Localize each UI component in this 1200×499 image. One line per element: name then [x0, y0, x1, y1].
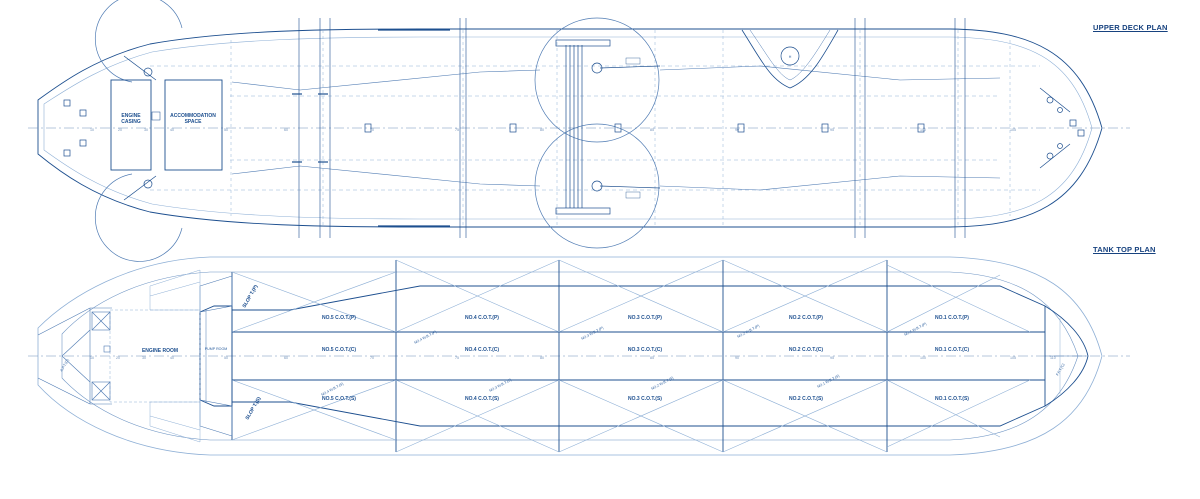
wbt-no2-port-label: NO.2 W.B.T.(P)	[737, 324, 761, 339]
frame-number: 20	[116, 356, 120, 360]
tank-top-hull-outline	[37, 256, 1103, 456]
crane-radius-starboard	[534, 123, 660, 249]
tank-no1-port-label: NO.1 C.O.T.(P)	[935, 315, 969, 321]
frame-number: 90	[735, 128, 739, 132]
accommodation-box	[164, 79, 223, 171]
wbt-no3-port-label: NO.3 W.B.T.(P)	[581, 326, 605, 341]
frame-number: 70	[370, 356, 374, 360]
frame-number: 75	[455, 356, 459, 360]
tank-top-plan-title: TANK TOP PLAN	[1093, 245, 1156, 254]
frame-number: 40	[170, 356, 174, 360]
svg-text:H: H	[789, 55, 792, 59]
frame-number: 80	[540, 356, 544, 360]
frame-number: 85	[650, 128, 654, 132]
tank-no3-port-label: NO.3 C.O.T.(P)	[628, 315, 662, 321]
frame-number: 95	[830, 356, 834, 360]
wbt-no2-stbd-label: NO.2 W.B.T.(S)	[651, 376, 675, 391]
frame-number: 75	[455, 128, 459, 132]
tank-no5-stbd-label: NO.5 C.O.T.(S)	[322, 396, 356, 402]
frame-number: 10	[90, 356, 94, 360]
frame-number: 90	[735, 356, 739, 360]
frame-number: 80	[540, 128, 544, 132]
slop-tank-stbd-label: SLOP T.(S)	[245, 396, 263, 421]
tank-no4-port-label: NO.4 C.O.T.(P)	[465, 315, 499, 321]
slop-tank-port-label: SLOP T.(P)	[242, 284, 260, 309]
tank-no3-stbd-label: NO.3 C.O.T.(S)	[628, 396, 662, 402]
frame-number: 10	[90, 128, 94, 132]
slop-tank-port	[199, 275, 233, 313]
aft-winch-arc-port	[95, 0, 183, 83]
frame-number: 105	[1010, 128, 1016, 132]
upper-deck-frame-numbers: 10 20 30 40 50 60 70 75 80 85 90 95 100 105	[90, 128, 1016, 132]
bow-deck-outline	[741, 29, 839, 89]
pump-room-label: PUMP ROOM	[205, 347, 228, 351]
frame-number: 85	[650, 356, 654, 360]
upper-deck-plan-title: UPPER DECK PLAN	[1093, 23, 1168, 32]
accommodation-label-2: SPACE	[185, 119, 203, 125]
cargo-manifold	[555, 39, 661, 215]
accommodation-label-1: ACCOMMODATION	[170, 113, 216, 119]
slop-tank-stbd	[199, 399, 233, 437]
engine-casing-label-1: ENGINE	[121, 113, 141, 119]
frame-number: 95	[830, 128, 834, 132]
tank-no2-port-label: NO.2 C.O.T.(P)	[789, 315, 823, 321]
fore-peak-tank-label: F.P.T.(C)	[1055, 363, 1065, 377]
upper-deck-hull-outline	[37, 28, 1103, 228]
aft-peak-tank-label: A.P.T.(C)	[59, 358, 70, 372]
wbt-no1-stbd-label: NO.1 W.B.T.(S)	[817, 374, 841, 389]
frame-number: 60	[284, 356, 288, 360]
tank-no2-centre-label: NO.2 C.O.T.(C)	[789, 347, 824, 353]
frame-number: 70	[370, 128, 374, 132]
fore-peak-tank-outline	[1044, 305, 1089, 407]
aft-winch-arc-stbd	[95, 173, 183, 262]
tank-no1-centre-label: NO.1 C.O.T.(C)	[935, 347, 970, 353]
frame-number: 20	[118, 128, 122, 132]
wbt-no4-stbd-label: NO.4 W.B.T.(S)	[321, 382, 345, 397]
frame-number: 110	[1050, 356, 1056, 360]
tank-no2-stbd-label: NO.2 C.O.T.(S)	[789, 396, 823, 402]
tank-no1-stbd-label: NO.1 C.O.T.(S)	[935, 396, 969, 402]
frame-number: 50	[224, 356, 228, 360]
crane-radius-port	[534, 17, 660, 143]
frame-number: 50	[224, 128, 228, 132]
engine-casing-box	[110, 79, 152, 171]
frame-number: 100	[920, 128, 926, 132]
frame-number: 40	[170, 128, 174, 132]
frame-number: 105	[1010, 356, 1016, 360]
upper-deck-plan: H	[28, 0, 1130, 262]
tank-top-plan	[28, 256, 1130, 456]
tank-no5-centre-label: NO.5 C.O.T.(C)	[322, 347, 357, 353]
tank-no5-port-label: NO.5 C.O.T.(P)	[322, 315, 356, 321]
engine-casing-label-2: CASING	[121, 119, 141, 125]
frame-number: 100	[920, 356, 926, 360]
tank-no4-stbd-label: NO.4 C.O.T.(S)	[465, 396, 499, 402]
tank-no3-centre-label: NO.3 C.O.T.(C)	[628, 347, 663, 353]
engine-room-label: ENGINE ROOM	[142, 348, 178, 354]
frame-number: 60	[284, 128, 288, 132]
frame-number: 30	[142, 356, 146, 360]
tank-no4-centre-label: NO.4 C.O.T.(C)	[465, 347, 500, 353]
wbt-no1-port-label: NO.1 W.B.T.(P)	[904, 322, 928, 337]
tank-top-frame-numbers: 10 20 30 40 50 60 70 75 80 85 90 95 100 105 110	[90, 356, 1056, 360]
helideck-mark	[780, 46, 800, 66]
frame-number: 30	[144, 128, 148, 132]
